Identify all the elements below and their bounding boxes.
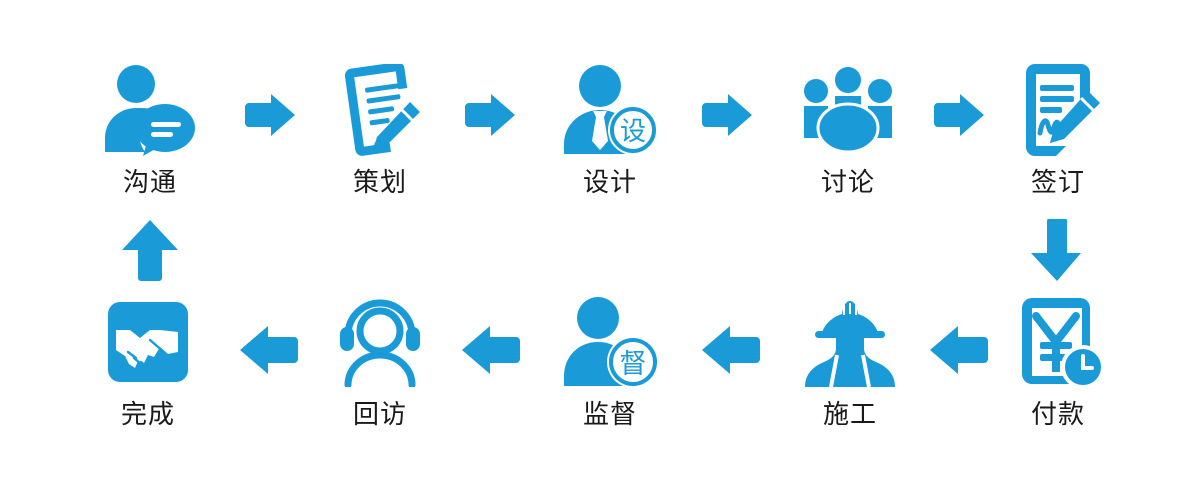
arrow-left-icon [928,325,990,375]
step-label: 回访 [352,400,407,430]
headset-support-icon [305,290,455,394]
step-construct[interactable]: 施工 [775,290,925,430]
step-supervise[interactable]: 督 监督 [535,290,685,430]
person-speech-bubble-icon [75,58,225,162]
arrow-left-icon [700,325,762,375]
step-payment[interactable]: 付款 [983,290,1133,430]
step-label: 设计 [582,168,637,198]
badge-text: 设 [620,117,646,147]
step-label: 完成 [120,400,175,430]
step-complete[interactable]: 完成 [73,290,223,430]
step-label: 沟通 [122,168,177,198]
arrow-right-icon [243,93,297,137]
step-label: 讨论 [820,168,875,198]
arrow-right-icon [463,93,517,137]
group-meeting-table-icon [773,58,923,162]
arrow-up-icon [120,219,180,283]
step-sign[interactable]: 签订 [983,58,1133,198]
arrow-right-icon [932,93,986,137]
step-label: 付款 [1030,400,1085,430]
arrow-right-icon [700,93,754,137]
step-label: 施工 [822,400,877,430]
step-design[interactable]: 设 设计 [535,58,685,198]
handshake-square-icon [73,290,223,394]
step-label: 签订 [1030,168,1085,198]
step-label: 监督 [582,400,637,430]
step-followup[interactable]: 回访 [305,290,455,430]
badge-text: 督 [620,349,647,380]
contract-signature-pen-icon [983,58,1133,162]
step-label: 策划 [352,168,407,198]
step-plan[interactable]: 策划 [305,58,455,198]
step-communicate[interactable]: 沟通 [75,58,225,198]
arrow-left-icon [238,325,300,375]
step-discuss[interactable]: 讨论 [773,58,923,198]
person-badge-she-icon: 设 [535,58,685,162]
person-badge-du-icon: 督 [535,290,685,394]
yen-invoice-clock-icon [983,290,1133,394]
document-pencil-icon [305,58,455,162]
construction-worker-icon [775,290,925,394]
arrow-down-icon [1029,219,1085,283]
arrow-left-icon [460,325,522,375]
